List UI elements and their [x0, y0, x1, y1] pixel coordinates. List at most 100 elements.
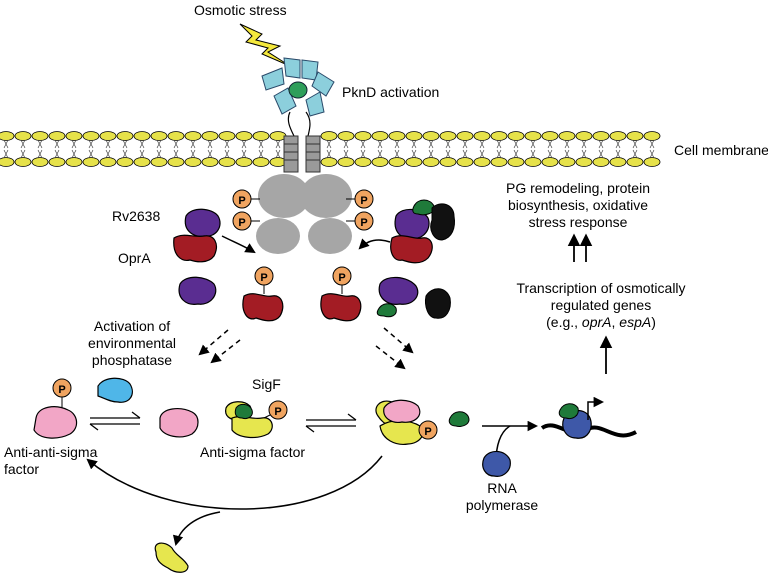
lipid-tail [428, 139, 434, 159]
release-arrow [172, 511, 221, 547]
lipid-head [235, 157, 253, 167]
cell-membrane-label: Cell membrane [674, 142, 768, 158]
lipid-head [524, 157, 542, 167]
lipid-head [150, 131, 168, 141]
lipid-head [48, 131, 66, 141]
lipid-tail [377, 139, 383, 159]
activation-line-1: Activation of [93, 318, 171, 334]
lipid-head [626, 131, 644, 141]
lipid-head [65, 131, 83, 141]
lipid-tail [207, 139, 213, 159]
lipid-head [490, 157, 508, 167]
lipid-head [167, 157, 185, 167]
lipid-head [456, 157, 474, 167]
rv2638-free [178, 276, 217, 305]
lipid-head [184, 131, 202, 141]
lipid-head [371, 157, 389, 167]
dashed-arrow-right-2 [375, 345, 406, 370]
lipid-head [14, 131, 32, 141]
transcription-line-1: Transcription of osmotically [516, 280, 686, 296]
rna-polymerase [482, 450, 511, 477]
osmotic-stress-label: Osmotic stress [194, 2, 287, 18]
phospho-opra: P [242, 266, 284, 322]
pg-remodeling-line-3: stress response [528, 214, 628, 230]
transcription-label: Transcription of osmotically regulated g… [496, 280, 706, 331]
pink-yellow-complex: P [375, 399, 438, 445]
lipid-tail [496, 139, 502, 159]
lipid-head [320, 157, 338, 167]
lipid-head [473, 131, 491, 141]
activation-line-3: phosphatase [91, 352, 173, 368]
svg-text:P: P [338, 272, 345, 284]
pg-remodeling-line-1: PG remodeling, protein [506, 180, 650, 196]
rna-line-1: RNA [487, 480, 517, 496]
lipid-head [405, 157, 423, 167]
lipid-tail [343, 139, 349, 159]
phospho-red-right: P [320, 266, 362, 322]
lipid-head [592, 131, 610, 141]
svg-text:P: P [360, 195, 367, 207]
lipid-head [354, 157, 372, 167]
lipid-head [14, 157, 32, 167]
lipid-head [337, 157, 355, 167]
lipid-head [575, 131, 593, 141]
svg-text:P: P [238, 217, 245, 229]
lipid-head [252, 131, 270, 141]
lipid-tail [156, 139, 162, 159]
black-free-right [425, 288, 451, 319]
lipid-head [218, 157, 236, 167]
rv2638-opra-complex [173, 208, 221, 263]
phospho-anti-anti-sigma: P [33, 378, 78, 439]
dashed-arrow-right-1 [383, 327, 414, 354]
lipid-head [422, 157, 440, 167]
lipid-tail [20, 139, 26, 159]
pknd-kinase-domains [256, 174, 352, 254]
lipid-head [31, 131, 49, 141]
dna-transcription-complex [540, 396, 637, 439]
lipid-head [541, 157, 559, 167]
lipid-head [626, 157, 644, 167]
right-complex [390, 199, 455, 264]
lipid-tail [411, 139, 417, 159]
right-curved-arrow [358, 238, 391, 250]
lipid-head [507, 157, 525, 167]
lipid-tail [37, 139, 43, 159]
pg-remodeling-label: PG remodeling, protein biosynthesis, oxi… [486, 180, 670, 231]
transcription-close: ) [651, 314, 656, 330]
rna-line-2: polymerase [465, 497, 539, 513]
sigf-anti-sigma-complex: P [225, 400, 288, 439]
phosphatase [97, 377, 133, 403]
sigf-free [448, 411, 470, 427]
lipid-head [184, 157, 202, 167]
lipid-head [167, 131, 185, 141]
equilibrium-left [89, 411, 141, 431]
lipid-head [218, 131, 236, 141]
lipid-head [422, 131, 440, 141]
transcription-line-2: regulated genes [550, 297, 652, 313]
lipid-tail [445, 139, 451, 159]
lipid-head [592, 157, 610, 167]
lipid-tail [615, 139, 621, 159]
lipid-tail [54, 139, 60, 159]
svg-text:P: P [360, 217, 367, 229]
purple-free-right [378, 276, 419, 305]
lipid-head [133, 157, 151, 167]
lipid-tail [649, 139, 655, 159]
lipid-head [575, 157, 593, 167]
pknd-transmembrane-helices [283, 135, 321, 173]
lipid-head [354, 131, 372, 141]
svg-text:P: P [260, 272, 267, 284]
lipid-head [252, 157, 270, 167]
transcription-line-3: (e.g., oprA, espA) [496, 314, 706, 331]
lipid-tail [139, 139, 145, 159]
svg-text:P: P [238, 195, 245, 207]
activation-line-2: environmental [88, 335, 176, 351]
lipid-tail [462, 139, 468, 159]
anti-anti-sigma-line-2: factor [4, 461, 40, 477]
cell-membrane [0, 131, 661, 167]
gene-opra: oprA [581, 314, 612, 330]
sigf-label: SigF [252, 376, 281, 392]
lipid-head [0, 157, 15, 167]
